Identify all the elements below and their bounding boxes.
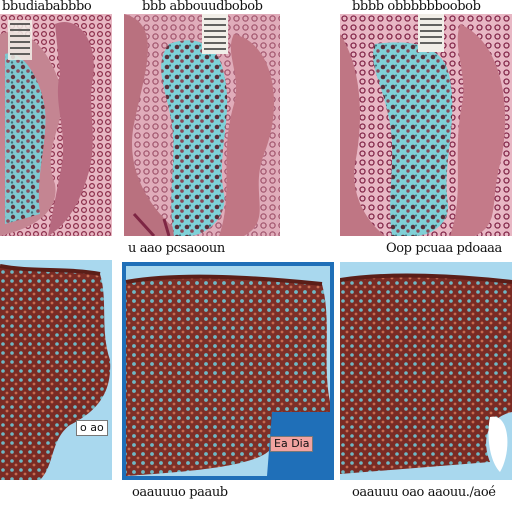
liver-panel-center: Ea Dia: [122, 262, 334, 480]
inset-label-bottom-left: o ao: [76, 420, 108, 436]
row-caption-center: u aao pcsaooun: [128, 241, 225, 256]
bottom-caption-right: oaauuu oao aaouu./aoé: [352, 485, 496, 500]
header-caption-left: bbudiababbbo: [2, 0, 92, 14]
liver-panel-left: o ao: [0, 260, 112, 480]
tissue-panel-center: [124, 14, 280, 236]
bottom-caption-center: oaauuuo paaub: [132, 485, 228, 500]
header-caption-right: bbbb obbbbbboobob: [352, 0, 481, 14]
tissue-panel-right: [340, 14, 512, 236]
tissue-panel-left: [0, 14, 112, 236]
liver-panel-right: [340, 262, 512, 480]
header-caption-center: bbb abbouudbobob: [142, 0, 263, 14]
row-caption-right: Oop pcuaa pdoaaa: [386, 241, 502, 256]
inset-label-bottom-center: Ea Dia: [270, 436, 314, 452]
